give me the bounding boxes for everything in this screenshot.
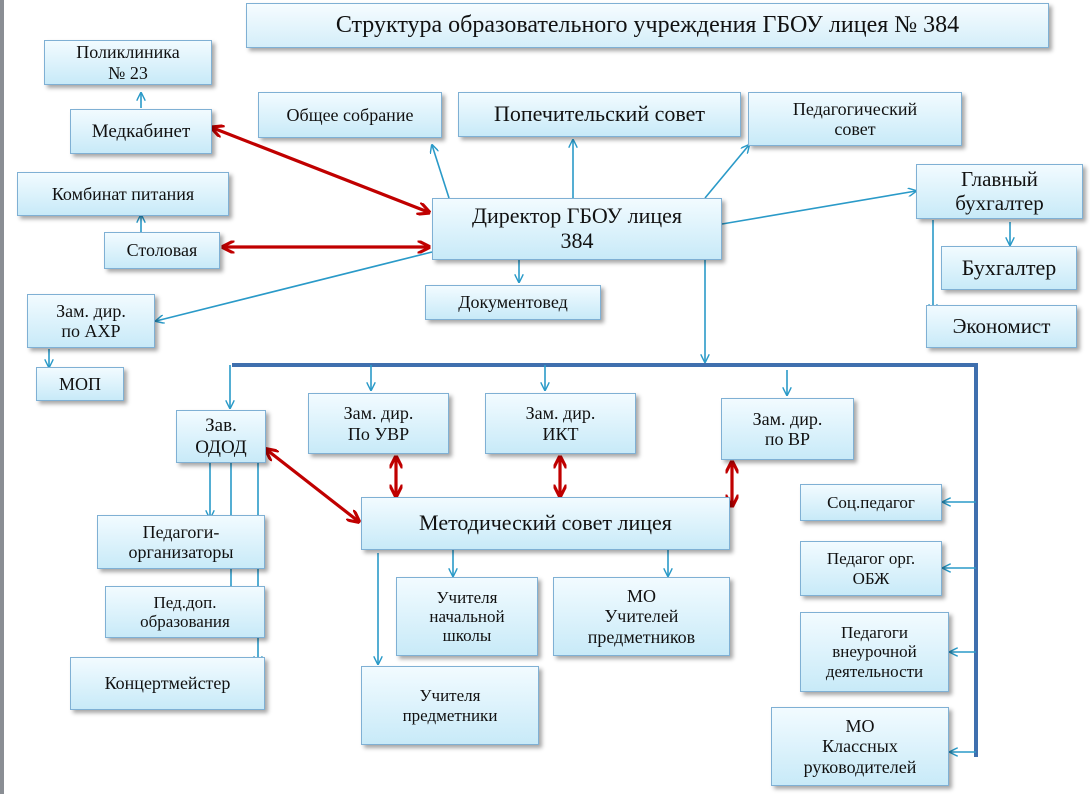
- node-deputy-uvr: Зам. дир. По УВР: [308, 393, 449, 454]
- node-obzh-teacher: Педагог орг. ОБЖ: [800, 541, 942, 596]
- node-chief-accountant: Главный бухгалтер: [916, 164, 1083, 219]
- node-director: Директор ГБОУ лицея 384: [432, 198, 722, 260]
- org-bus: [232, 363, 978, 757]
- node-deputy-ikt: Зам. дир. ИКТ: [485, 393, 636, 454]
- node-records-manager: Документовед: [425, 285, 601, 320]
- node-head-odod: Зав. ОДОД: [176, 410, 266, 463]
- node-primary-teachers: Учителя начальной школы: [396, 577, 538, 656]
- node-subject-teachers: Учителя предметники: [361, 666, 539, 745]
- node-extra-education-teacher: Пед.доп. образования: [105, 586, 265, 638]
- node-general-meeting: Общее собрание: [258, 92, 442, 138]
- node-economist: Экономист: [926, 305, 1077, 348]
- node-med-office: Медкабинет: [70, 109, 212, 154]
- node-board-of-trustees: Попечительский совет: [458, 92, 741, 137]
- node-canteen: Столовая: [104, 232, 220, 269]
- page-title: Структура образовательного учреждения ГБ…: [246, 3, 1049, 48]
- node-methodical-council: Методический совет лицея: [361, 497, 730, 550]
- node-class-teachers-mo: МО Классных руководителей: [771, 707, 949, 786]
- node-extracurricular-teachers: Педагоги внеурочной деятельности: [800, 612, 949, 692]
- node-subject-mo: МО Учителей предметников: [553, 577, 730, 656]
- left-edge-strip: [0, 0, 4, 794]
- node-catering-plant: Комбинат питания: [17, 172, 229, 216]
- node-deputy-vr: Зам. дир. по ВР: [721, 398, 854, 460]
- node-mop: МОП: [36, 367, 124, 401]
- node-teacher-organizers: Педагоги- организаторы: [97, 515, 265, 569]
- node-deputy-ahr: Зам. дир. по АХР: [27, 294, 155, 348]
- node-accompanist: Концертмейстер: [70, 657, 265, 710]
- node-accountant: Бухгалтер: [941, 246, 1077, 290]
- node-social-teacher: Соц.педагог: [800, 484, 942, 521]
- node-polyclinic: Поликлиника № 23: [44, 40, 212, 85]
- node-pedagogical-council: Педагогический совет: [748, 92, 962, 146]
